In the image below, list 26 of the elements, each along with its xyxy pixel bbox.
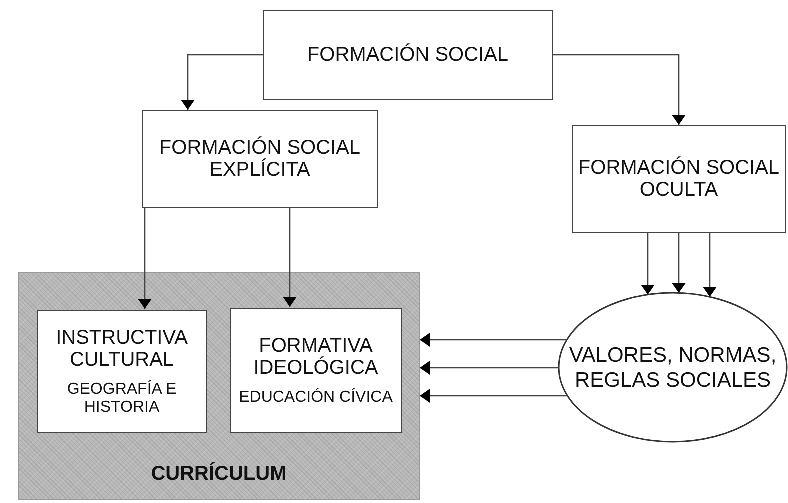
ellipse-node: [558, 292, 788, 443]
node-label: FORMACIÓN SOCIAL OCULTA: [577, 157, 781, 201]
arrow: [420, 333, 568, 347]
curriculum-panel: [18, 272, 420, 500]
arrow: [553, 54, 686, 125]
node-subtext: GEOGRAFÍA E HISTORIA: [66, 380, 178, 416]
process-box: [263, 10, 553, 100]
node-label: FORMATIVA IDEOLÓGICA: [252, 334, 380, 378]
node-label: VALORES, NORMAS, REGLAS SOCIALES: [568, 342, 778, 392]
node-label: INSTRUCTIVA CULTURAL: [55, 326, 189, 370]
node-label: FORMACIÓN SOCIAL EXPLÍCITA: [158, 137, 362, 181]
node-label: FORMACIÓN SOCIAL: [307, 44, 509, 66]
arrow: [672, 233, 686, 294]
arrow: [181, 54, 263, 110]
arrow: [420, 361, 559, 375]
arrow: [138, 208, 152, 309]
process-box: [230, 308, 402, 433]
arrow: [420, 389, 568, 403]
panel-title: CURRÍCULUM: [151, 463, 287, 485]
arrow: [703, 233, 717, 298]
arrow: [283, 208, 297, 307]
process-box: [37, 310, 207, 433]
process-box: [142, 110, 378, 208]
process-box: [572, 125, 786, 233]
arrow: [641, 233, 655, 295]
node-subtext: EDUCACIÓN CÍVICA: [239, 388, 393, 406]
